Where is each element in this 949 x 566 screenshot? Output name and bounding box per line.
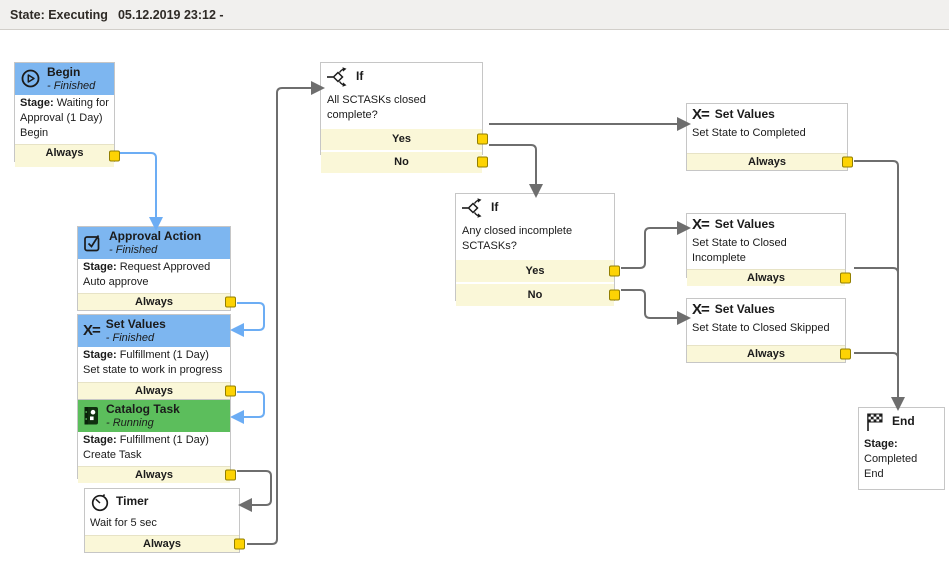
connector-if2-yes-to-set-incomplete bbox=[621, 221, 691, 269]
set-values-icon: X= bbox=[692, 216, 710, 233]
node-title: Approval Action bbox=[109, 229, 202, 243]
connector-port[interactable] bbox=[225, 385, 236, 397]
node-header: End bbox=[859, 408, 944, 436]
connector-port[interactable] bbox=[840, 348, 851, 360]
node-body: Wait for 5 sec bbox=[90, 517, 157, 529]
state-timestamp: 05.12.2019 23:12 - bbox=[117, 7, 224, 22]
node-title: Set Values bbox=[105, 317, 166, 331]
connector-if2-no-to-set-skipped bbox=[621, 289, 691, 325]
node-set-values-closed-incomplete[interactable]: X= Set Values Set State to Closed Incomp… bbox=[686, 213, 851, 287]
node-timer[interactable]: Timer Wait for 5 sec Always bbox=[84, 488, 245, 553]
connector-port[interactable] bbox=[840, 272, 851, 284]
connector-port[interactable] bbox=[477, 133, 488, 145]
node-transition[interactable]: Always bbox=[78, 466, 236, 484]
node-header: Catalog Task - Running bbox=[78, 400, 230, 432]
node-set-values-closed-skipped[interactable]: X= Set Values Set State to Closed Skippe… bbox=[686, 298, 851, 363]
node-transition[interactable]: Always bbox=[78, 293, 236, 311]
node-body: Set State to Completed bbox=[692, 127, 806, 139]
node-begin-body: Stage: Waiting for Approval (1 Day) Begi… bbox=[20, 96, 109, 140]
if-branch-icon bbox=[327, 67, 347, 87]
connector-port[interactable] bbox=[609, 265, 620, 277]
node-header: Approval Action - Finished bbox=[78, 227, 230, 259]
node-transition[interactable]: Always bbox=[687, 345, 851, 362]
connector-port[interactable] bbox=[477, 156, 488, 168]
node-header: X= Set Values bbox=[687, 214, 845, 235]
node-if-2[interactable]: If Any closed incomplete SCTASKs? Yes No bbox=[455, 193, 620, 306]
connector-catalog-to-timer bbox=[237, 470, 272, 512]
node-if1-question: All SCTASKs closed complete? bbox=[327, 94, 426, 121]
node-title: If bbox=[356, 69, 364, 84]
catalog-task-icon bbox=[84, 406, 98, 425]
node-if-1[interactable]: If All SCTASKs closed complete? Yes No bbox=[320, 62, 488, 173]
node-if1-branch-no[interactable]: No bbox=[321, 149, 488, 173]
set-values-icon: X= bbox=[692, 106, 710, 123]
connector-set-skipped-to-end bbox=[854, 352, 899, 370]
node-title: Catalog Task bbox=[106, 402, 180, 416]
node-begin[interactable]: Begin - Finished Stage: Waiting for Appr… bbox=[14, 62, 120, 168]
connector-port[interactable] bbox=[225, 296, 236, 308]
node-title: Set Values bbox=[714, 106, 775, 121]
node-header: X= Set Values bbox=[687, 104, 847, 125]
connector-approval-to-setvalues bbox=[230, 302, 265, 337]
node-title: Set Values bbox=[714, 301, 775, 316]
node-set-values-completed[interactable]: X= Set Values Set State to Completed Alw… bbox=[686, 103, 853, 171]
node-begin-transition[interactable]: Always bbox=[15, 144, 120, 168]
set-values-icon: X= bbox=[692, 301, 710, 318]
node-body: Set State to Closed Incomplete bbox=[692, 237, 787, 265]
node-body: Stage: Request Approved Auto approve bbox=[83, 260, 211, 289]
timer-clock-icon bbox=[91, 494, 109, 512]
node-approval-action[interactable]: Approval Action - Finished Stage: Reques… bbox=[77, 226, 236, 311]
connector-set-incomplete-to-end bbox=[854, 267, 899, 285]
node-catalog-task[interactable]: Catalog Task - Running Stage: Fulfillmen… bbox=[77, 399, 236, 484]
node-status: - Finished bbox=[109, 243, 158, 256]
node-status: - Finished bbox=[47, 79, 96, 92]
connector-setvalues-to-catalog bbox=[230, 391, 265, 424]
node-transition[interactable]: Always bbox=[78, 382, 236, 399]
node-set-values-finished[interactable]: X= Set Values - Finished Stage: Fulfillm… bbox=[77, 314, 236, 400]
node-begin-header: Begin - Finished bbox=[15, 63, 114, 95]
node-if1-branch-yes[interactable]: Yes bbox=[321, 126, 488, 150]
node-title: End bbox=[892, 414, 915, 429]
node-status: - Finished bbox=[105, 331, 155, 344]
node-header: X= Set Values bbox=[687, 299, 845, 320]
connector-timer-to-if1 bbox=[247, 81, 325, 545]
node-body: Stage: Fulfillment (1 Day) Create Task bbox=[83, 433, 209, 462]
checkered-flag-icon bbox=[867, 413, 883, 431]
node-transition[interactable]: Always bbox=[687, 269, 851, 287]
if-branch-icon bbox=[462, 198, 482, 218]
state-label: State: Executing bbox=[10, 7, 108, 22]
checkbox-check-icon bbox=[84, 234, 100, 252]
node-header: Timer bbox=[85, 489, 239, 515]
node-transition[interactable]: Always bbox=[85, 535, 245, 552]
node-if2-branch-no[interactable]: No bbox=[456, 281, 620, 306]
set-values-icon: X= bbox=[83, 322, 101, 340]
connector-port[interactable] bbox=[225, 469, 236, 481]
node-title: Timer bbox=[116, 494, 149, 509]
node-end[interactable]: End Stage: Completed End bbox=[858, 407, 945, 490]
play-icon bbox=[21, 70, 40, 88]
node-title: Set Values bbox=[714, 216, 775, 231]
node-title: Begin bbox=[47, 65, 81, 79]
connector-if1-no-to-if2 bbox=[489, 144, 543, 198]
node-if2-branch-yes[interactable]: Yes bbox=[456, 257, 620, 282]
node-body: Set State to Closed Skipped bbox=[692, 322, 830, 334]
node-header: X= Set Values - Finished bbox=[78, 315, 230, 347]
node-if2-question: Any closed incomplete SCTASKs? bbox=[462, 225, 573, 252]
connector-port[interactable] bbox=[109, 150, 120, 162]
connector-port[interactable] bbox=[609, 289, 620, 301]
node-title: If bbox=[491, 200, 499, 215]
node-if2-header: If bbox=[456, 194, 614, 222]
node-if1-header: If bbox=[321, 63, 482, 91]
node-status: - Running bbox=[106, 416, 154, 429]
node-transition[interactable]: Always bbox=[687, 153, 853, 170]
connector-begin-to-approval bbox=[120, 152, 163, 231]
connector-set-completed-to-end bbox=[854, 160, 905, 411]
connector-port[interactable] bbox=[842, 156, 853, 168]
node-body: Stage: Fulfillment (1 Day) Set state to … bbox=[83, 348, 223, 377]
node-body: Stage: Completed End bbox=[864, 438, 918, 481]
connector-port[interactable] bbox=[234, 538, 245, 550]
workflow-state-bar: State: Executing 05.12.2019 23:12 - bbox=[0, 0, 949, 30]
